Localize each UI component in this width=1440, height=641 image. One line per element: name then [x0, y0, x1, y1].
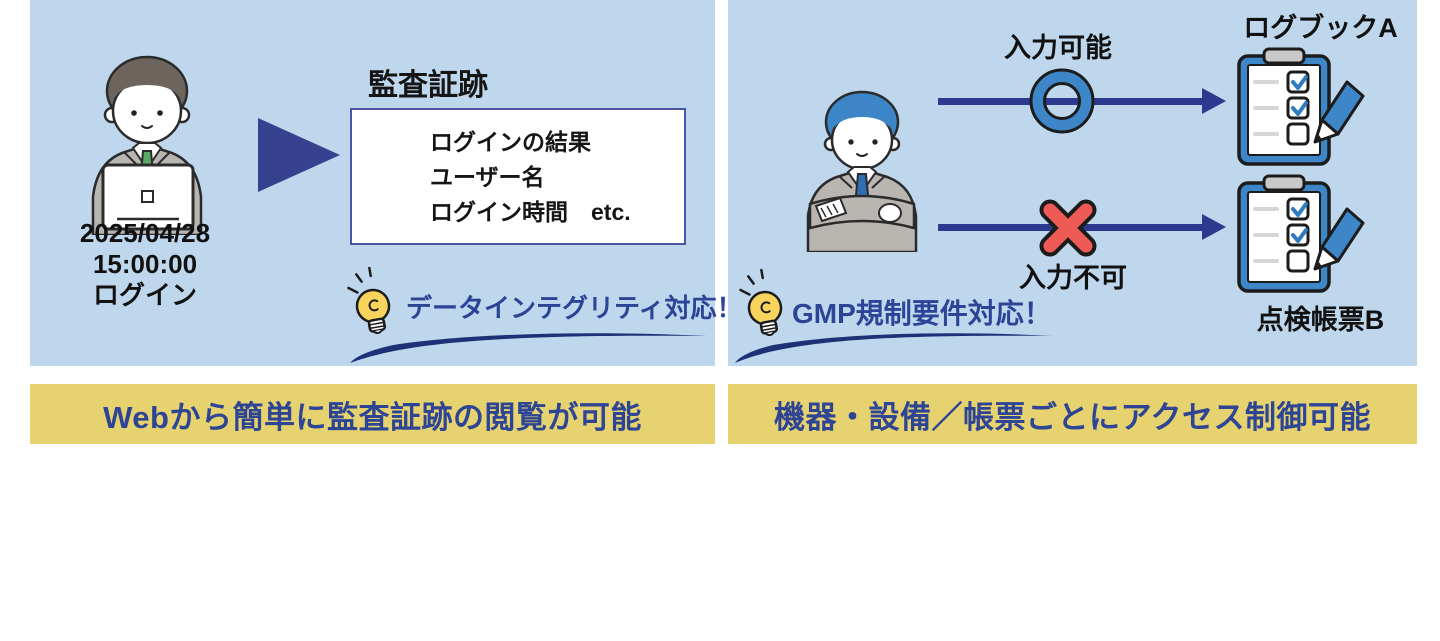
clipboard-b-icon [1237, 174, 1365, 293]
inspection-form-b-label: 点検帳票B [1256, 305, 1385, 335]
left-caption-bar: Webから簡単に監査証跡の閲覧が可能 [30, 384, 715, 444]
deny-label: 入力不可 [1019, 263, 1127, 293]
audit-line-user: ユーザー名 [430, 164, 545, 190]
login-timestamp: 2025/04/28 15:00:00 ログイン [45, 218, 245, 311]
user-crossed-arms-illustration [806, 90, 918, 252]
flow-triangle-icon [258, 118, 340, 192]
data-integrity-callout: データインテグリティ対応！ [406, 293, 743, 323]
audit-trail-panel: 2025/04/28 15:00:00 ログイン 監査証跡 ログインの結果 ユー… [30, 0, 742, 366]
allow-label: 入力可能 [1004, 33, 1112, 63]
audit-trail-title: 監査証跡 [368, 69, 488, 102]
clipboard-a-icon [1237, 47, 1365, 166]
audit-line-time: ログイン時間 etc. [430, 199, 631, 225]
allow-arrow-line [938, 98, 1204, 105]
audit-line-result: ログインの結果 [430, 129, 591, 155]
left-caption: Webから簡単に監査証跡の閲覧が可能 [103, 399, 642, 435]
gmp-callout: GMP規制要件対応！ [792, 298, 1052, 329]
allow-circle-icon [1029, 68, 1095, 134]
underline-swoosh-icon [350, 333, 707, 363]
timestamp-date: 2025/04/28 [79, 218, 211, 248]
underline-swoosh-icon [734, 333, 1053, 363]
access-control-panel: 入力可能 入力不可 ログブックA [728, 0, 1417, 366]
deny-x-icon [1039, 199, 1097, 257]
logbook-a-label: ログブックA [1243, 13, 1398, 43]
right-caption: 機器・設備／帳票ごとにアクセス制御可能 [774, 399, 1371, 435]
deny-arrow-head-icon [1202, 214, 1226, 240]
right-caption-bar: 機器・設備／帳票ごとにアクセス制御可能 [728, 384, 1417, 444]
lightbulb-icon [739, 268, 783, 337]
timestamp-action: ログイン [92, 280, 197, 310]
allow-arrow-head-icon [1202, 88, 1226, 114]
user-laptop-illustration [91, 55, 203, 235]
lightbulb-icon [347, 266, 391, 335]
audit-detail-box: ログインの結果 ユーザー名 ログイン時間 etc. [350, 108, 686, 245]
timestamp-time: 15:00:00 [92, 249, 198, 279]
